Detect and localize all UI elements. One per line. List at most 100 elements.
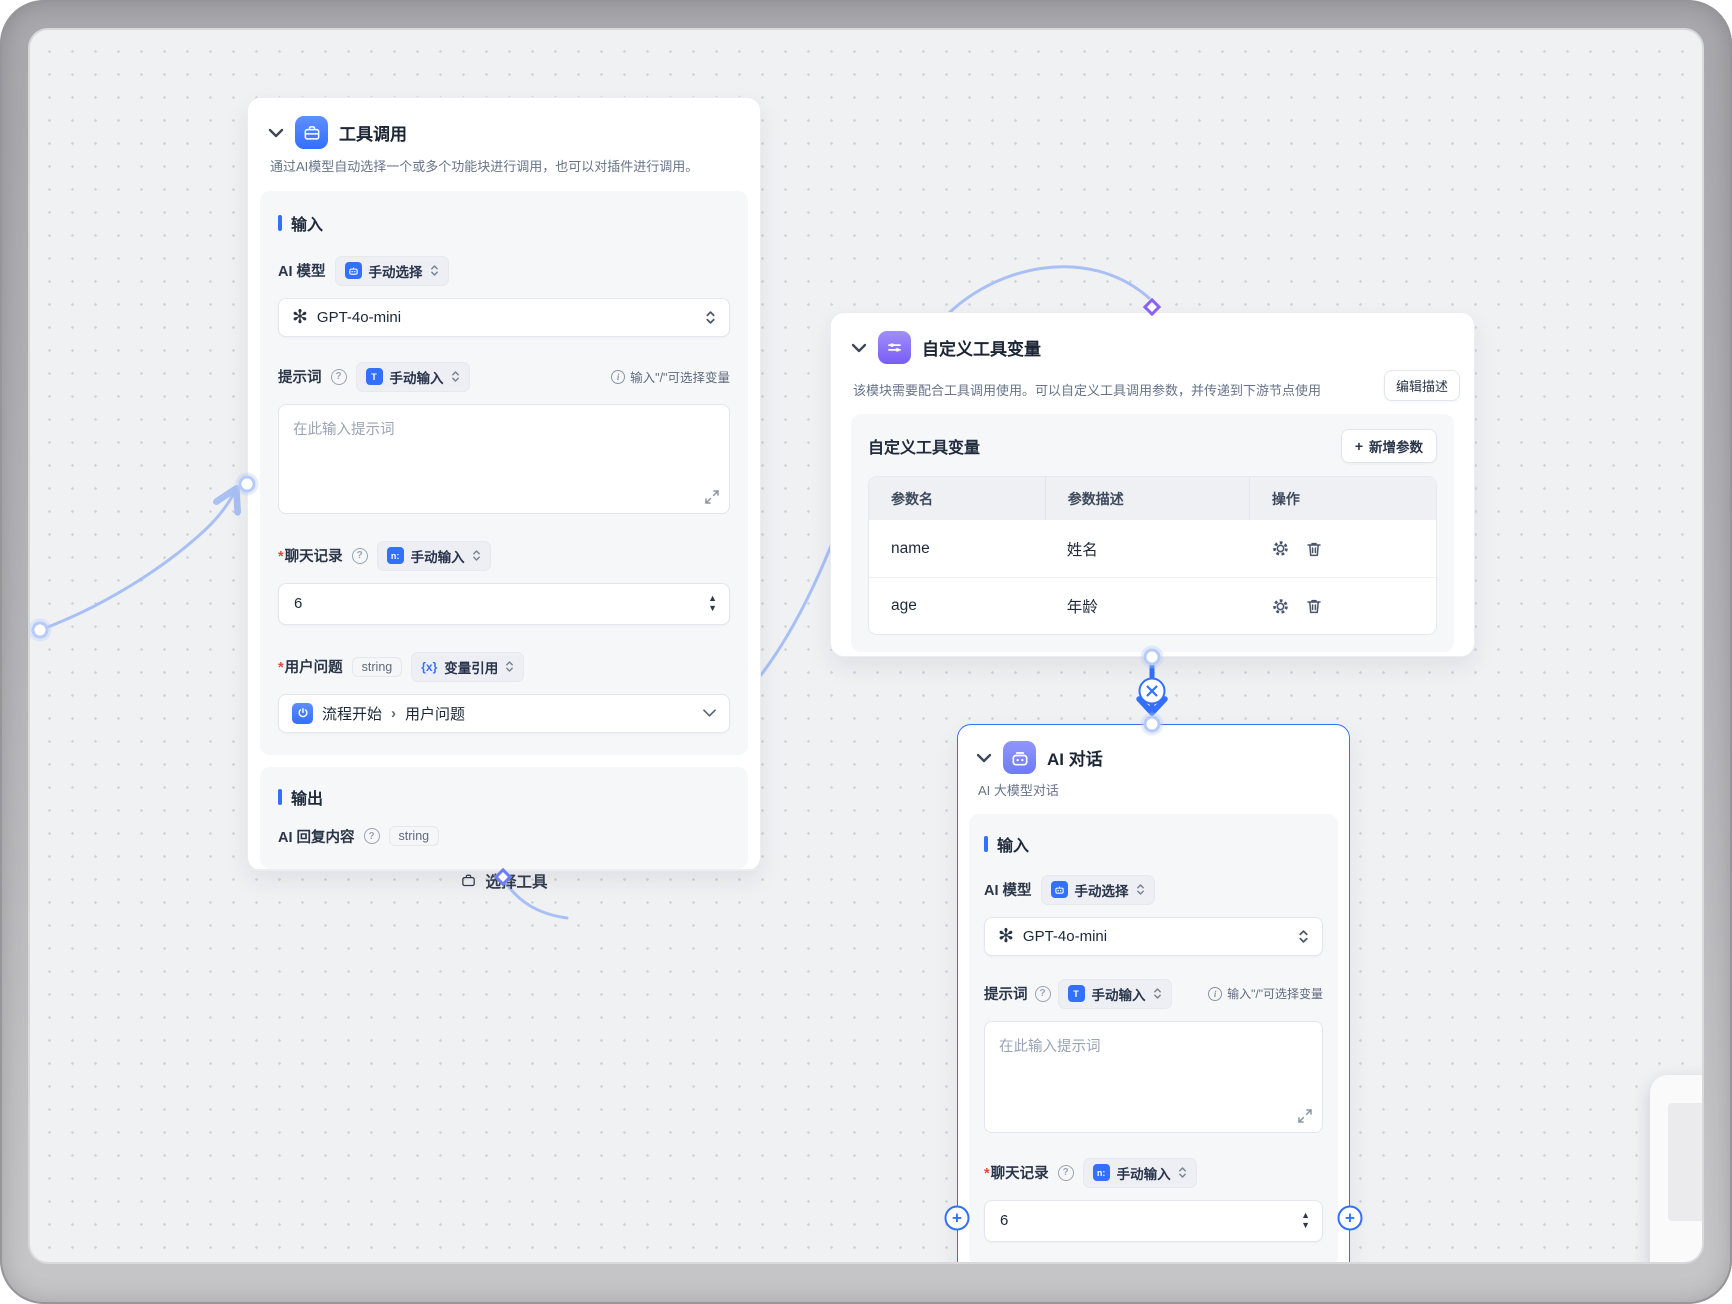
node-title: 工具调用 [339,125,407,144]
model-mode-select[interactable]: 手动选择 [1040,874,1155,905]
delete-edge-button[interactable] [1138,677,1166,705]
node-subtitle: AI 大模型对话 [978,783,1059,798]
model-label: AI 模型 [984,883,1032,900]
stepper-down-icon[interactable]: ▼ [1301,1220,1310,1231]
text-input-icon: T [365,368,383,386]
edit-description-button[interactable]: 编辑描述 [1383,370,1460,401]
param-name: age [891,597,917,614]
table-row: age 年龄 [869,577,1436,634]
help-icon[interactable]: ? [1034,985,1051,1002]
openai-logo-icon: ✻ [998,925,1014,947]
node-title: 自定义工具变量 [922,340,1041,359]
node-header: 工具调用 [248,98,760,149]
history-number-input[interactable] [279,595,709,613]
breadcrumb-separator: › [391,704,397,722]
number-input-icon: n: [1092,1164,1110,1182]
number-stepper: ▲ ▼ [1301,1211,1322,1230]
trash-icon[interactable] [1305,540,1323,558]
variable-hint: i 输入"/"可选择变量 [611,367,730,386]
question-reference-select[interactable]: 流程开始 › 用户问题 [278,693,730,733]
history-number-box: ▲ ▼ [984,1199,1323,1242]
model-value: GPT-4o-mini [316,308,402,326]
info-icon: i [1208,986,1223,1001]
chip-label: 手动选择 [1074,883,1129,899]
ai-chat-right-plus-handle[interactable]: + [1337,1205,1363,1231]
stepper-up-icon[interactable]: ▲ [1301,1210,1310,1221]
collapse-chevron-icon[interactable] [976,753,992,763]
type-tag: string [351,656,403,677]
section-title: 输出 [291,790,324,808]
history-mode-select[interactable]: n: 手动输入 [1082,1157,1197,1188]
node-custom-vars[interactable]: 自定义工具变量 该模块需要配合工具调用使用。可以自定义工具调用参数，并传递到下游… [830,312,1475,657]
type-tag: string [388,826,440,847]
history-number-box: ▲ ▼ [278,582,730,625]
prompt-mode-select[interactable]: T 手动输入 [355,361,470,392]
number-input-icon: n: [386,547,404,565]
param-desc: 年龄 [1066,599,1098,616]
expand-icon[interactable] [705,490,719,504]
model-value: GPT-4o-mini [1022,927,1108,945]
input-panel: 输入 AI 模型 手动选择 ✻ GPT-4o-mini [969,813,1338,1262]
tool-call-icon [295,116,328,149]
table-header-row: 参数名 参数描述 操作 [869,477,1436,520]
section-bar [984,835,988,852]
col-header-ops: 操作 [1248,477,1436,520]
edge-source-handle[interactable] [31,621,49,639]
collapse-chevron-icon[interactable] [851,343,867,353]
table-row: name 姓名 [869,520,1436,577]
node-header: 自定义工具变量 [831,313,1474,364]
add-param-label: 新增参数 [1369,440,1423,455]
stepper-down-icon[interactable]: ▼ [708,603,717,614]
section-title: 输入 [997,837,1030,855]
history-mode-select[interactable]: n: 手动输入 [376,540,491,571]
prompt-mode-select[interactable]: T 手动输入 [1057,978,1172,1009]
select-tool-label: 选择工具 [485,873,548,891]
help-icon[interactable]: ? [330,368,347,385]
add-param-button[interactable]: + 新增参数 [1340,429,1437,463]
history-number-input[interactable] [985,1212,1302,1230]
model-mode-select[interactable]: 手动选择 [334,255,449,286]
output-name: AI 回复内容 [278,829,355,846]
chevron-updown-icon [1299,930,1308,943]
custom-vars-icon [878,331,911,364]
node-ai-chat[interactable]: AI 对话 AI 大模型对话 输入 AI 模型 手动选择 [957,724,1350,1262]
model-label: AI 模型 [278,264,326,281]
question-mode-select[interactable]: {x} 变量引用 [411,651,525,682]
chip-label: 手动输入 [389,370,444,386]
chip-label: 手动选择 [368,264,423,280]
reference-field: 用户问题 [405,705,466,723]
node-tool-call[interactable]: 工具调用 通过AI模型自动选择一个或多个功能块进行调用，也可以对插件进行调用。 … [247,97,761,891]
side-peek-content [1668,1103,1702,1221]
param-desc: 姓名 [1066,541,1098,559]
chip-label: 变量引用 [444,660,499,676]
chevron-updown-icon [1178,1167,1186,1179]
stepper-up-icon[interactable]: ▲ [708,593,717,604]
collapse-chevron-icon[interactable] [268,128,284,138]
custom-vars-bottom-handle[interactable] [1143,648,1161,666]
tool-call-left-handle[interactable] [238,475,256,493]
help-icon[interactable]: ? [1057,1164,1074,1181]
expand-icon[interactable] [1298,1109,1312,1123]
model-select[interactable]: ✻ GPT-4o-mini [984,916,1323,956]
section-heading: 输入 [278,211,730,235]
gear-icon[interactable] [1271,597,1290,616]
col-header-name: 参数名 [891,490,933,507]
ai-chat-top-handle[interactable] [1143,715,1161,733]
info-icon: i [611,369,626,384]
text-input-icon: T [1067,985,1085,1003]
section-heading: 输出 [278,785,730,809]
question-label: 用户问题 [278,656,343,677]
openai-logo-icon: ✻ [292,306,308,328]
chip-label: 手动输入 [410,549,465,565]
flow-canvas[interactable]: 工具调用 通过AI模型自动选择一个或多个功能块进行调用，也可以对插件进行调用。 … [30,30,1702,1262]
param-name: name [891,539,930,557]
prompt-textarea[interactable] [985,1021,1322,1132]
ai-chat-left-plus-handle[interactable]: + [944,1205,970,1231]
help-icon[interactable]: ? [351,547,368,564]
model-select[interactable]: ✻ GPT-4o-mini [278,297,730,337]
prompt-textarea[interactable] [279,404,729,513]
gear-icon[interactable] [1271,539,1290,558]
trash-icon[interactable] [1305,597,1323,615]
help-icon[interactable]: ? [363,828,380,845]
